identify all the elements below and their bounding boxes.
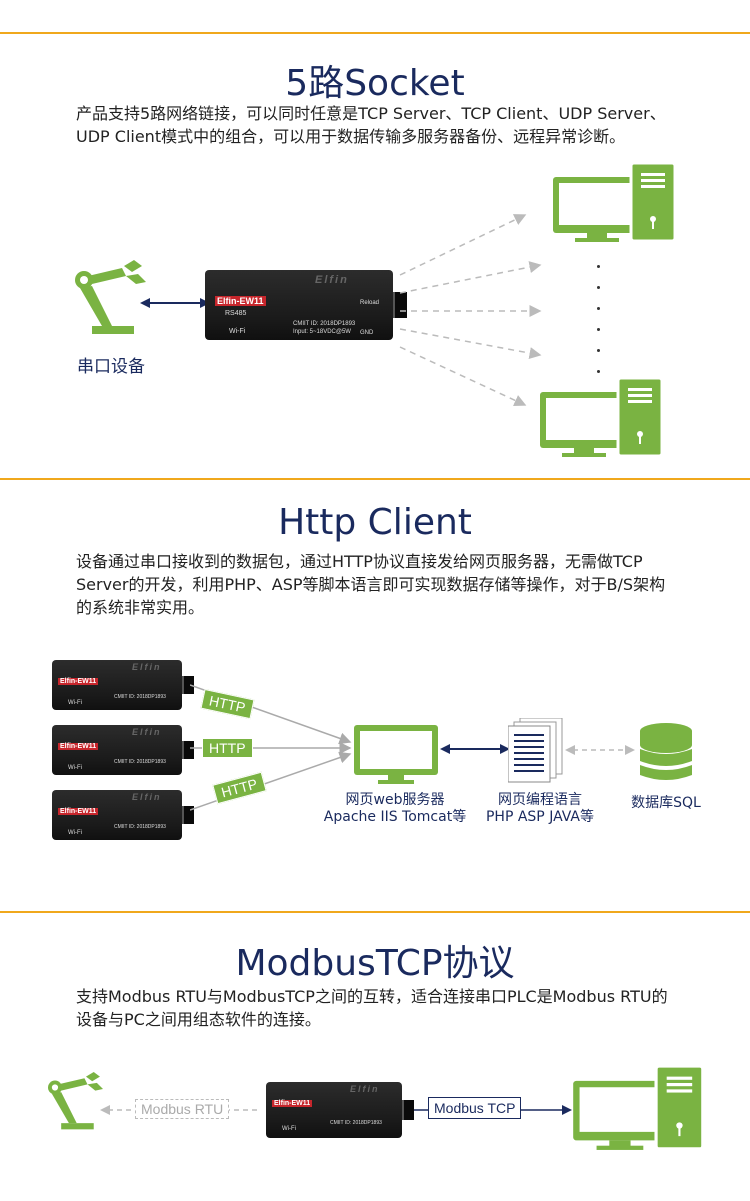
elfin-ew11-device: Elfin Elfin-EW11 Wi-Fi CMIIT ID: 2018DP1… <box>52 725 194 775</box>
device-logo: Elfin <box>315 274 349 286</box>
web-server-monitor-icon <box>354 725 438 784</box>
device-cmiit: CMIIT ID: 2018DP1893 <box>114 824 166 830</box>
bidirectional-arrow <box>140 298 210 308</box>
device-pin-reload: Reload <box>360 300 380 306</box>
section-title-socket: 5路Socket <box>285 63 465 104</box>
device-brand: Elfin-EW11 <box>215 296 266 306</box>
elfin-ew11-device: Elfin Elfin-EW11 Wi-Fi CMIIT ID: 2018DP1… <box>52 660 194 710</box>
device-wifi: Wi-Fi <box>68 700 82 706</box>
ellipsis-dot <box>597 349 600 352</box>
web-language-label-line1: 网页编程语言 <box>498 792 582 808</box>
web-language-label-line2: PHP ASP JAVA等 <box>485 809 595 825</box>
server-computer-icon <box>540 378 662 458</box>
code-document-icon <box>508 718 563 783</box>
ellipsis-dot <box>597 265 600 268</box>
device-cmiit: CMIIT ID: 2018DP1893 <box>330 1120 382 1126</box>
device-interface: RS485 <box>225 310 247 317</box>
web-server-label: 网页web服务器 Apache IIS Tomcat等 <box>310 792 480 826</box>
server-computer-icon <box>553 163 675 243</box>
server-computer-icon <box>573 1066 703 1151</box>
device-logo: Elfin <box>132 727 162 737</box>
device-cmiit: CMIIT ID: 2018DP1893 <box>114 759 166 765</box>
section-title-modbus: ModbusTCP协议 <box>235 943 515 984</box>
section-divider-1 <box>0 32 750 34</box>
device-wifi: Wi-Fi <box>229 328 246 335</box>
device-logo: Elfin <box>132 792 162 802</box>
http-tag: HTTP <box>202 738 253 758</box>
database-icon <box>640 723 692 780</box>
modbus-tcp-label: Modbus TCP <box>428 1097 522 1119</box>
web-language-label: 网页编程语言 PHP ASP JAVA等 <box>470 792 610 826</box>
elfin-ew11-device: Elfin Elfin-EW11 Wi-Fi CMIIT ID: 2018DP1… <box>266 1082 414 1138</box>
web-server-label-line1: 网页web服务器 <box>345 792 445 808</box>
elfin-ew11-device: Elfin Elfin-EW11 Wi-Fi CMIIT ID: 2018DP1… <box>52 790 194 840</box>
section-divider-2 <box>0 478 750 480</box>
device-wifi: Wi-Fi <box>282 1126 296 1132</box>
section-divider-3 <box>0 911 750 913</box>
robot-arm-icon <box>75 260 146 334</box>
serial-device-label: 串口设备 <box>77 357 145 377</box>
modbus-rtu-label: Modbus RTU <box>135 1099 230 1119</box>
database-label: 数据库SQL <box>631 795 701 811</box>
device-cmiit: CMIIT ID: 2018DP1893 <box>114 694 166 700</box>
elfin-ew11-device: Elfin Elfin-EW11 RS485 Wi-Fi CMIIT ID: 2… <box>205 270 407 340</box>
device-brand: Elfin-EW11 <box>58 678 99 685</box>
ellipsis-dot <box>597 307 600 310</box>
robot-arm-icon <box>48 1072 104 1130</box>
device-brand: Elfin-EW11 <box>58 808 99 815</box>
dashed-bidirectional-arrow <box>565 745 635 755</box>
section-title-http: Http Client <box>278 502 472 543</box>
ellipsis-dot <box>597 370 600 373</box>
device-wifi: Wi-Fi <box>68 765 82 771</box>
device-cmiit: CMIIT ID: 2018DP1893 <box>293 321 356 327</box>
ellipsis-dot <box>597 328 600 331</box>
ellipsis-dot <box>597 286 600 289</box>
device-brand: Elfin-EW11 <box>272 1100 313 1107</box>
device-logo: Elfin <box>132 662 162 672</box>
web-server-label-line2: Apache IIS Tomcat等 <box>323 809 467 825</box>
device-logo: Elfin <box>350 1084 380 1094</box>
device-pin-gnd: GND <box>360 330 374 336</box>
section-description-socket: 产品支持5路网络链接，可以同时任意是TCP Server、TCP Client、… <box>76 104 666 146</box>
section-description-modbus: 支持Modbus RTU与ModbusTCP之间的互转，适合连接串口PLC是Mo… <box>76 987 668 1029</box>
device-input: Input: 5~18VDC@5W <box>293 329 351 335</box>
section-description-http: 设备通过串口接收到的数据包，通过HTTP协议直接发给网页服务器，无需做TCP S… <box>76 552 666 617</box>
device-brand: Elfin-EW11 <box>58 743 99 750</box>
bidirectional-arrow <box>440 744 510 754</box>
device-wifi: Wi-Fi <box>68 830 82 836</box>
socket-connection-arrows <box>399 214 542 407</box>
